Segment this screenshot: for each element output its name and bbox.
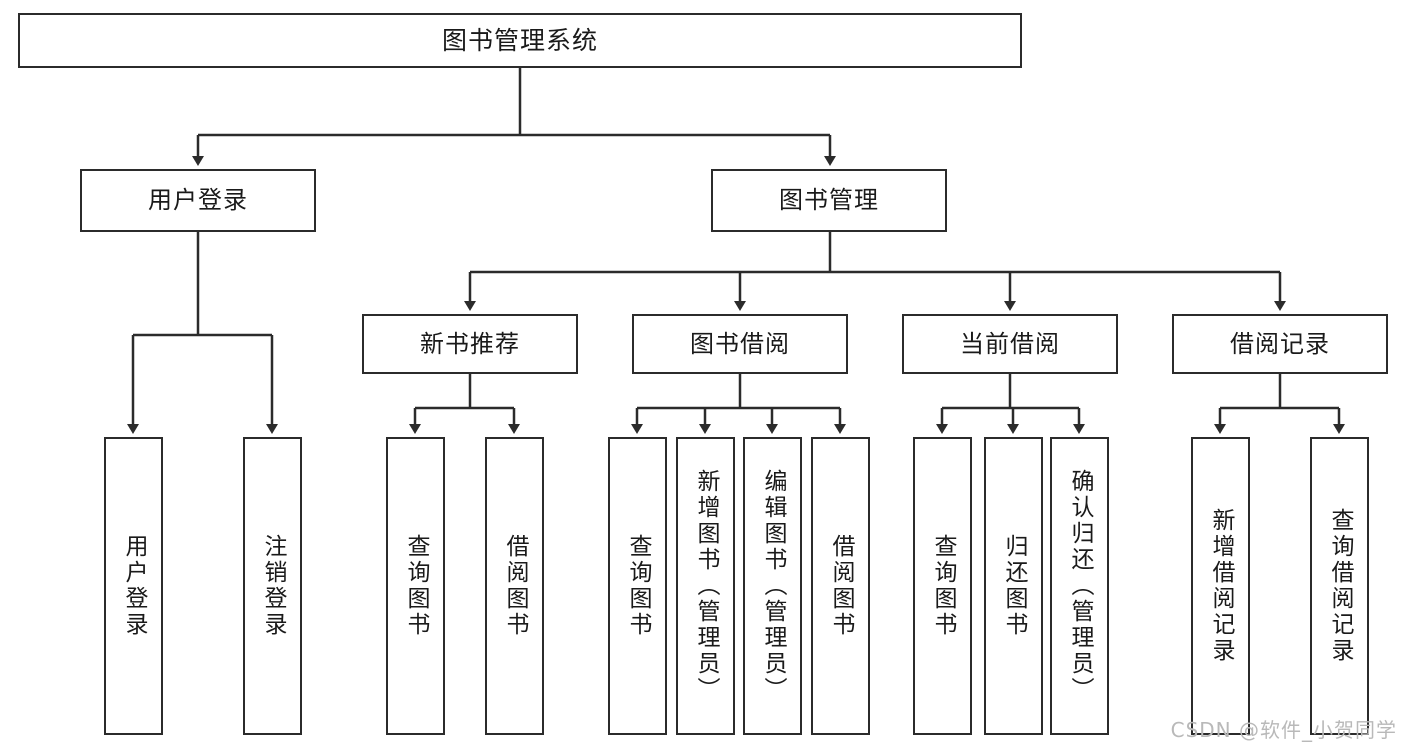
- node-label: 图书管理: [779, 186, 879, 215]
- node-label: 确认归还（管理员）: [1067, 469, 1093, 703]
- leaf-node-query-books-newbook[interactable]: 查询图书: [386, 437, 445, 735]
- node-label: 归还图书: [1001, 534, 1027, 638]
- node-label: 查询图书: [625, 534, 651, 638]
- watermark-text: CSDN @软件_小贺同学: [1170, 718, 1397, 742]
- node-user-login[interactable]: 用户登录: [80, 169, 316, 232]
- leaf-node-logout[interactable]: 注销登录: [243, 437, 302, 735]
- leaf-node-add-borrow-record[interactable]: 新增借阅记录: [1191, 437, 1250, 735]
- leaf-node-borrow-books-newbook[interactable]: 借阅图书: [485, 437, 544, 735]
- node-label: 图书借阅: [690, 329, 790, 358]
- node-new-book-recommend[interactable]: 新书推荐: [362, 314, 578, 374]
- node-label: 新书推荐: [420, 329, 520, 358]
- leaf-node-add-book-admin[interactable]: 新增图书（管理员）: [676, 437, 735, 735]
- node-current-borrow[interactable]: 当前借阅: [902, 314, 1118, 374]
- node-book-borrow[interactable]: 图书借阅: [632, 314, 848, 374]
- leaf-node-edit-book-admin[interactable]: 编辑图书（管理员）: [743, 437, 802, 735]
- leaf-node-confirm-return-admin[interactable]: 确认归还（管理员）: [1050, 437, 1109, 735]
- node-label: 查询图书: [930, 534, 956, 638]
- node-label: 借阅图书: [828, 534, 854, 638]
- node-label: 查询图书: [403, 534, 429, 638]
- node-label: 图书管理系统: [441, 25, 598, 55]
- leaf-node-query-borrow-record[interactable]: 查询借阅记录: [1310, 437, 1369, 735]
- node-label: 新增图书（管理员）: [693, 469, 719, 703]
- node-label: 编辑图书（管理员）: [760, 469, 786, 703]
- node-label: 借阅图书: [502, 534, 528, 638]
- leaf-node-return-books[interactable]: 归还图书: [984, 437, 1043, 735]
- node-book-management[interactable]: 图书管理: [711, 169, 947, 232]
- node-label: 当前借阅: [960, 329, 1060, 358]
- node-label: 用户登录: [148, 186, 248, 215]
- node-borrow-records[interactable]: 借阅记录: [1172, 314, 1388, 374]
- node-label: 借阅记录: [1230, 329, 1330, 358]
- leaf-node-borrow-books[interactable]: 借阅图书: [811, 437, 870, 735]
- node-label: 查询借阅记录: [1327, 508, 1353, 664]
- node-label: 注销登录: [260, 534, 286, 638]
- node-label: 新增借阅记录: [1208, 508, 1234, 664]
- node-root-system[interactable]: 图书管理系统: [18, 13, 1022, 68]
- node-label: 用户登录: [121, 534, 147, 638]
- leaf-node-query-books-current[interactable]: 查询图书: [913, 437, 972, 735]
- leaf-node-query-books-borrow[interactable]: 查询图书: [608, 437, 667, 735]
- leaf-node-user-login[interactable]: 用户登录: [104, 437, 163, 735]
